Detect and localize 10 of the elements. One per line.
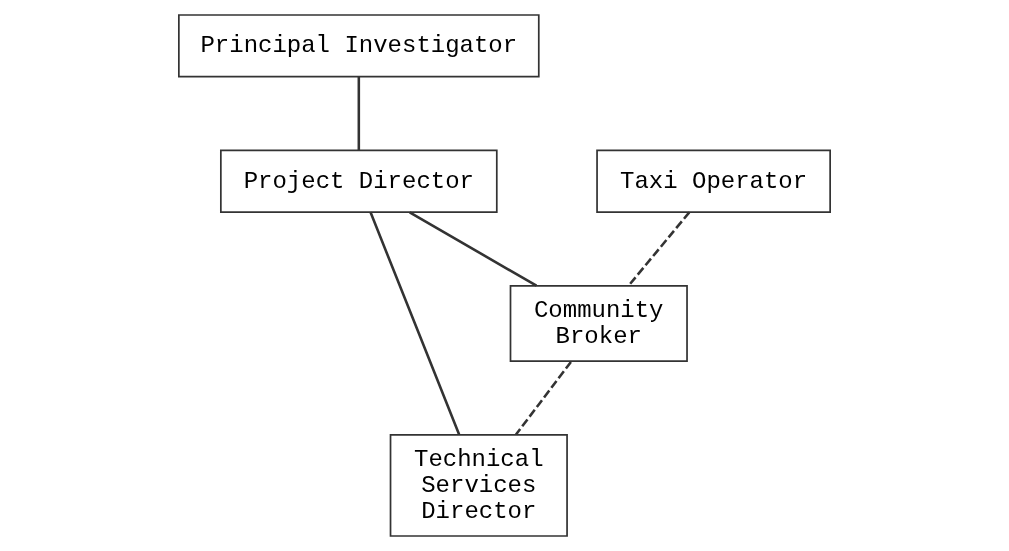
- node-box: Taxi Operator: [596, 149, 831, 213]
- node-box: Community Broker: [509, 284, 688, 363]
- connector: [627, 211, 691, 287]
- node-box: Technical Services Director: [389, 434, 568, 537]
- node-box: Project Director: [220, 149, 498, 213]
- connector: [515, 361, 572, 436]
- connector: [409, 211, 538, 287]
- connector: [369, 211, 461, 435]
- connector: [357, 76, 361, 151]
- node-box: Principal Investigator: [178, 14, 540, 78]
